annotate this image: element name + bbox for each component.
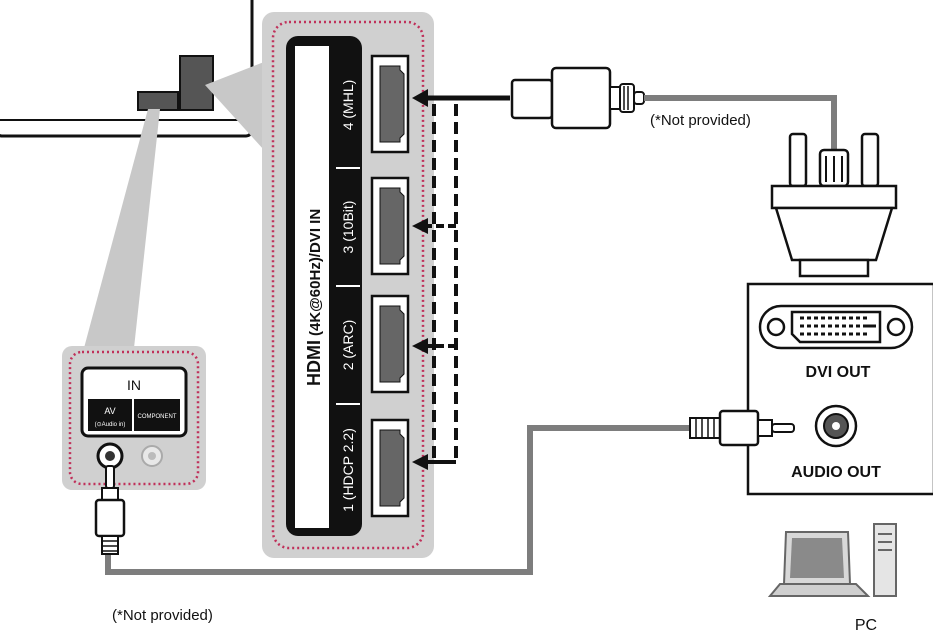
component-jack[interactable] — [141, 445, 163, 467]
hdmi-port-label-4: 4 (MHL) — [340, 80, 356, 131]
audio-out-label: AUDIO OUT — [791, 464, 881, 481]
hdmi-panel: HDMI (4K@60Hz)/DVI IN 4 (MHL) 3 (10Bit) … — [262, 12, 434, 558]
dvi-plug — [770, 132, 898, 278]
av-label: AV — [104, 406, 115, 416]
dvi-out-port[interactable] — [758, 304, 914, 350]
tv-hdmi-area — [179, 55, 214, 111]
hdmi-port-2[interactable] — [370, 294, 410, 394]
av-audio-plug — [94, 465, 126, 555]
component-label: COMPONENT — [138, 414, 177, 420]
hdmi-dvi-cable — [510, 66, 837, 150]
hdmi-port-label-2: 2 (ARC) — [340, 320, 356, 371]
hdmi-port-label-1: 1 (HDCP 2.2) — [340, 428, 356, 512]
hdmi-port-1[interactable] — [370, 418, 410, 518]
hdmi-port-4[interactable] — [370, 54, 410, 154]
desktop-tower-icon — [873, 523, 897, 597]
hdmi-port-label-3: 3 (10Bit) — [340, 201, 356, 254]
av-panel: IN AV (⊙Audio in) COMPONENT — [62, 346, 206, 490]
hdmi-title: (4K@60Hz)/DVI IN — [307, 209, 324, 336]
audio-cable-note: (*Not provided) — [112, 607, 213, 624]
av-sub-label: (⊙Audio in) — [95, 422, 126, 428]
hdmi-callout-wedge — [205, 62, 264, 150]
av-callout-wedge — [84, 109, 160, 348]
pc-label: PC — [855, 617, 877, 634]
hdmi-connection-arrows — [412, 89, 510, 470]
hdmi-logo: HDMI — [304, 340, 324, 386]
av-audio-jack[interactable] — [96, 442, 124, 470]
tv-back — [0, 0, 254, 138]
hdmi-port-3[interactable] — [370, 176, 410, 276]
av-in-label: IN — [127, 377, 141, 393]
audio-cable — [105, 409, 795, 575]
tv-av-area — [137, 91, 179, 111]
dvi-out-label: DVI OUT — [806, 364, 871, 381]
hdmi-cable-note: (*Not provided) — [650, 112, 751, 129]
laptop-icon — [767, 531, 871, 597]
pc-panel: DVI OUT AUDIO OUT — [746, 282, 933, 496]
audio-out-port[interactable] — [814, 404, 858, 448]
